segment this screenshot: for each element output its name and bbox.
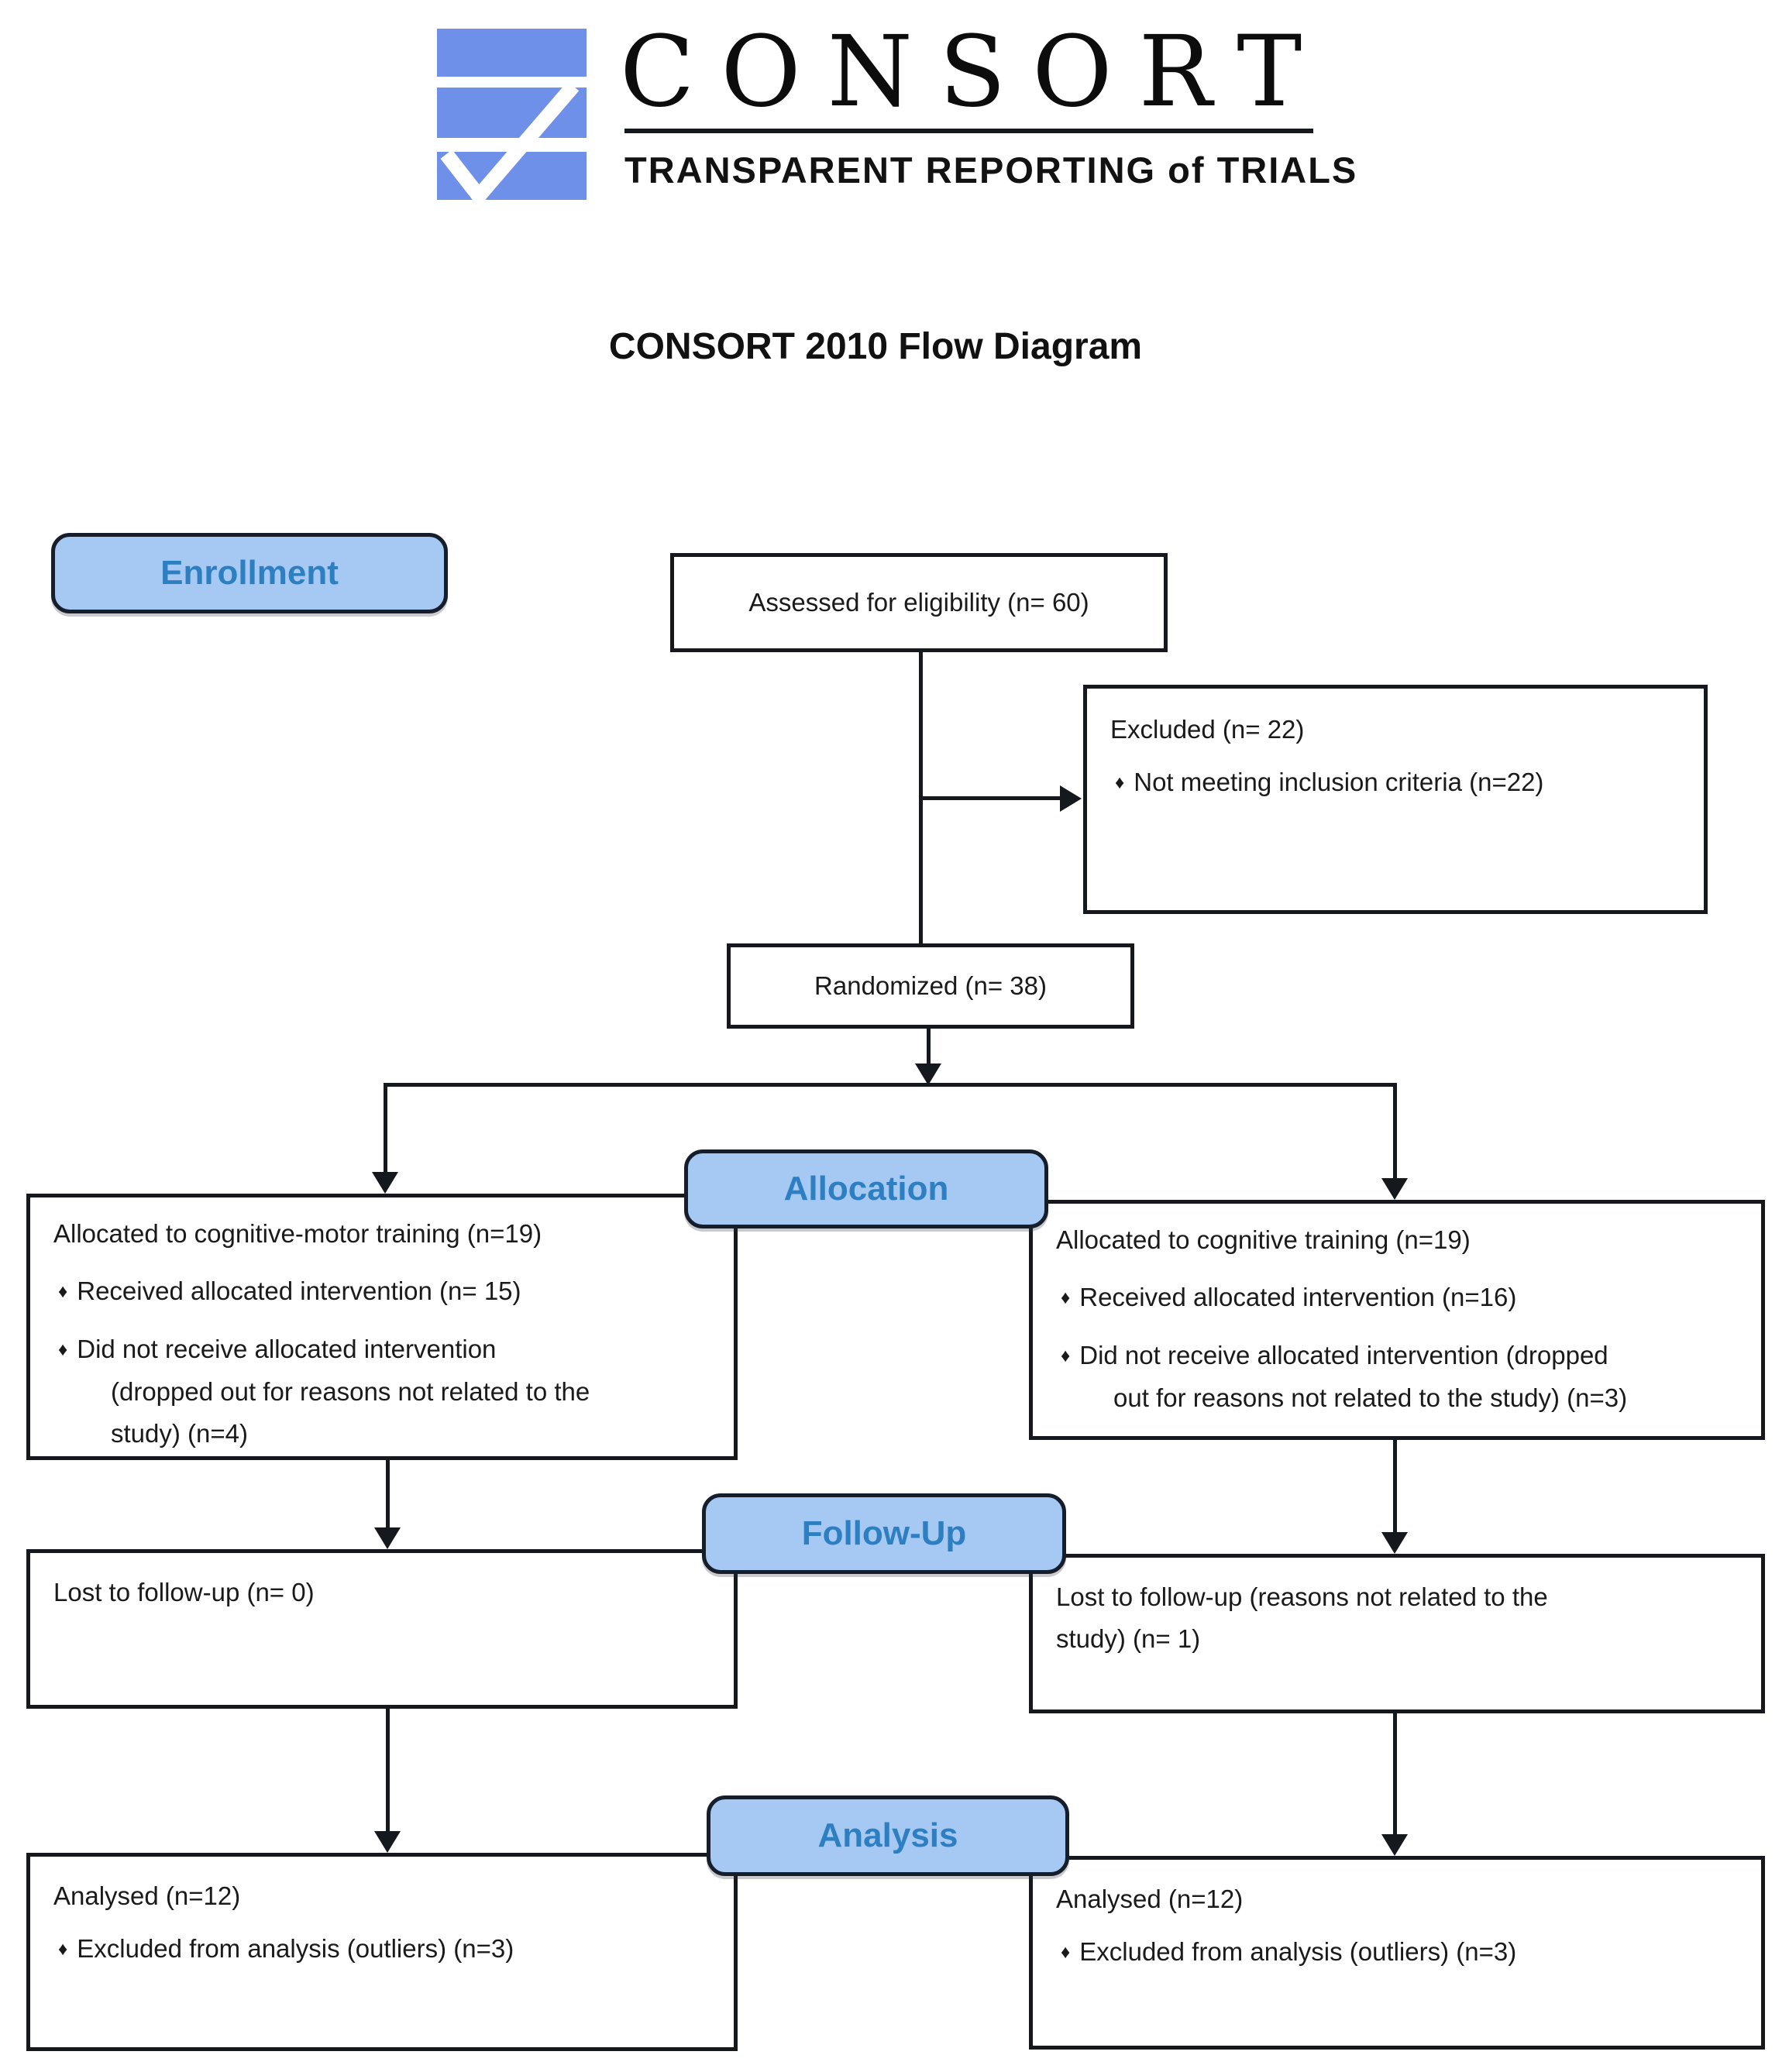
allocation-right-bullet-2-cont1: out for reasons not related to the study… — [1113, 1383, 1628, 1412]
consort-wordmark: CONSORT — [620, 15, 1329, 129]
page-title: CONSORT 2010 Flow Diagram — [608, 326, 1143, 367]
stage-analysis: Analysis — [707, 1795, 1069, 1876]
analysis-left-box: Analysed (n=12) ♦ Excluded from analysis … — [26, 1853, 738, 2051]
diamond-bullet-icon: ♦ — [1115, 772, 1125, 793]
arrowhead-branch — [915, 1063, 941, 1085]
assessed-box: Assessed for eligibility (n= 60) — [670, 553, 1168, 652]
connector-branch-right-drop — [1393, 1087, 1397, 1180]
arrowhead-analysis-right — [1381, 1834, 1408, 1856]
connector-branch — [384, 1083, 1397, 1087]
stage-analysis-label: Analysis — [817, 1816, 958, 1854]
excluded-title: Excluded (n= 22) — [1110, 715, 1305, 744]
allocation-right-box: Allocated to cognitive training (n=19) ♦… — [1029, 1200, 1765, 1440]
followup-right-text-line1: Lost to follow-up (reasons not related t… — [1056, 1582, 1548, 1611]
stage-enrollment: Enrollment — [51, 533, 448, 613]
assessed-text: Assessed for eligibility (n= 60) — [748, 588, 1089, 617]
allocation-right-bullet-2: ♦ Did not receive allocated intervention … — [1056, 1335, 1741, 1377]
connector-followupright-to-analysis — [1393, 1713, 1397, 1834]
allocation-left-bullet-2: ♦ Did not receive allocated intervention — [53, 1328, 714, 1371]
connector-allocright-to-followup — [1393, 1440, 1397, 1534]
excluded-box: Excluded (n= 22) ♦ Not meeting inclusion … — [1083, 685, 1708, 914]
arrowhead-analysis-left — [374, 1831, 401, 1853]
logo-underline — [624, 129, 1313, 133]
diamond-bullet-icon: ♦ — [58, 1939, 68, 1960]
diamond-bullet-icon: ♦ — [1061, 1942, 1071, 1963]
stage-allocation-label: Allocation — [783, 1170, 949, 1208]
allocation-left-bullet-2-text: Did not receive allocated intervention — [77, 1335, 497, 1363]
logo-tagline: TRANSPARENT REPORTING of TRIALS — [624, 149, 1358, 191]
arrowhead-followup-left — [374, 1527, 401, 1549]
analysis-right-box: Analysed (n=12) ♦ Excluded from analysis … — [1029, 1856, 1765, 2050]
allocation-right-title: Allocated to cognitive training (n=19) — [1056, 1225, 1471, 1254]
connector-followupleft-to-analysis — [386, 1709, 390, 1831]
arrowhead-alloc-right — [1381, 1178, 1408, 1200]
connector-to-excluded — [920, 796, 1061, 800]
followup-left-box: Lost to follow-up (n= 0) — [26, 1549, 738, 1709]
allocation-left-bullet-2-cont1: (dropped out for reasons not related to … — [111, 1377, 590, 1406]
diamond-bullet-icon: ♦ — [58, 1339, 68, 1360]
connector-randomized-stem — [927, 1029, 931, 1067]
arrowhead-alloc-left — [372, 1172, 398, 1194]
allocation-right-bullet-1: ♦ Received allocated intervention (n=16) — [1056, 1277, 1741, 1319]
followup-left-text: Lost to follow-up (n= 0) — [53, 1578, 315, 1606]
stage-followup: Follow-Up — [702, 1493, 1066, 1574]
allocation-right-bullet-2-text: Did not receive allocated intervention (… — [1079, 1341, 1608, 1369]
analysis-right-bullet-1-text: Excluded from analysis (outliers) (n=3) — [1079, 1937, 1517, 1966]
stage-allocation: Allocation — [684, 1149, 1048, 1228]
stage-enrollment-label: Enrollment — [160, 554, 339, 592]
analysis-right-bullet-1: ♦ Excluded from analysis (outliers) (n=3) — [1056, 1931, 1741, 1974]
followup-right-text-line2: study) (n= 1) — [1056, 1624, 1201, 1653]
analysis-left-title: Analysed (n=12) — [53, 1881, 241, 1910]
analysis-left-bullet-1: ♦ Excluded from analysis (outliers) (n=3) — [53, 1928, 714, 1971]
allocation-left-bullet-1-text: Received allocated intervention (n= 15) — [77, 1277, 521, 1305]
arrowhead-followup-right — [1381, 1532, 1408, 1554]
connector-allocleft-to-followup — [386, 1460, 390, 1529]
allocation-left-bullet-1: ♦ Received allocated intervention (n= 15) — [53, 1270, 714, 1313]
allocation-left-bullet-2-cont2: study) (n=4) — [111, 1419, 248, 1448]
allocation-left-title: Allocated to cognitive-motor training (n… — [53, 1219, 542, 1248]
followup-right-box: Lost to follow-up (reasons not related t… — [1029, 1554, 1765, 1713]
diamond-bullet-icon: ♦ — [1061, 1345, 1071, 1366]
diamond-bullet-icon: ♦ — [1061, 1287, 1071, 1308]
analysis-left-bullet-1-text: Excluded from analysis (outliers) (n=3) — [77, 1934, 514, 1963]
stage-followup-label: Follow-Up — [801, 1514, 967, 1552]
analysis-right-title: Analysed (n=12) — [1056, 1885, 1244, 1913]
connector-branch-left-drop — [384, 1087, 387, 1173]
allocation-left-box: Allocated to cognitive-motor training (n… — [26, 1194, 738, 1460]
diamond-bullet-icon: ♦ — [58, 1281, 68, 1302]
randomized-text: Randomized (n= 38) — [814, 971, 1047, 1000]
arrowhead-excluded — [1060, 785, 1082, 812]
excluded-bullet-1-text: Not meeting inclusion criteria (n=22) — [1134, 768, 1544, 796]
randomized-box: Randomized (n= 38) — [727, 943, 1134, 1029]
consort-logo-icon — [437, 29, 587, 200]
excluded-bullet-1: ♦ Not meeting inclusion criteria (n=22) — [1110, 761, 1684, 804]
allocation-right-bullet-1-text: Received allocated intervention (n=16) — [1079, 1283, 1517, 1311]
